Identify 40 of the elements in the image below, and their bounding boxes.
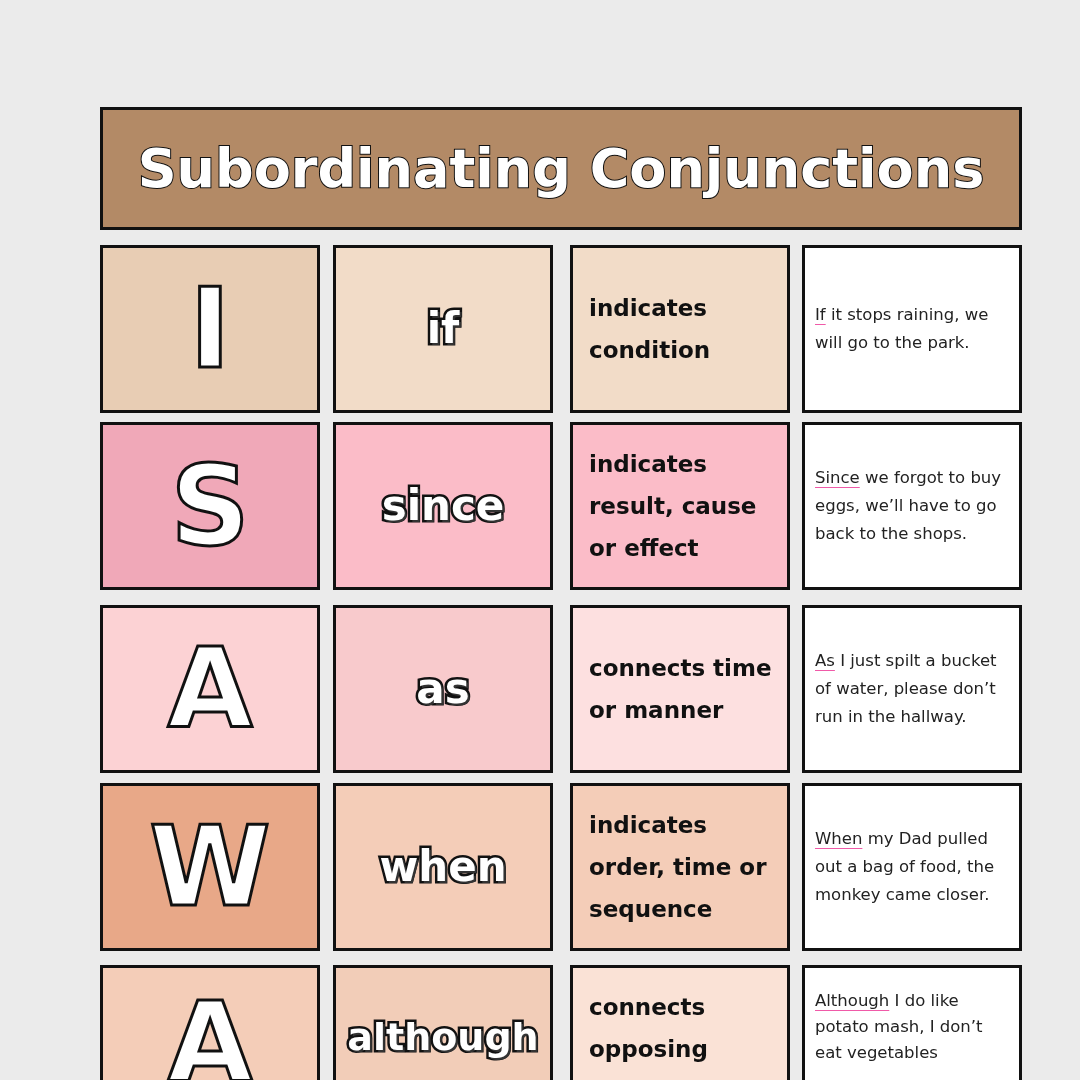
- example-sentence: When my Dad pulled out a bag of food, the monkey came closer.: [814, 828, 996, 906]
- initial-letter: A: [167, 634, 253, 744]
- letter-card: [100, 605, 320, 773]
- letter-card: [100, 422, 320, 590]
- example-sentence: Although I do like potato mash, I don’t eat vegetables: [814, 990, 984, 1064]
- meaning-card: [570, 783, 790, 951]
- conjunction-word: if: [426, 308, 460, 350]
- letter-card: [100, 965, 320, 1080]
- example-sentence: Since we forgot to buy eggs, we’ll have to go back to the shops.: [814, 467, 1003, 545]
- initial-letter: I: [189, 274, 231, 384]
- conjunction-word: since: [381, 485, 505, 527]
- meaning-text: indicates condition: [588, 294, 712, 365]
- example-card: [802, 422, 1022, 590]
- example-card: [802, 783, 1022, 951]
- example-card: [802, 245, 1022, 413]
- conjunction-word: although: [347, 1018, 539, 1056]
- initial-letter: W: [149, 812, 271, 922]
- conjunction-card: [333, 965, 553, 1080]
- example-card: [802, 605, 1022, 773]
- meaning-text: indicates result, cause or effect: [588, 450, 758, 563]
- letter-card: [100, 783, 320, 951]
- title: Subordinating Conjunctions: [137, 137, 985, 200]
- conjunction-card: [333, 422, 553, 590]
- meaning-card: [570, 605, 790, 773]
- initial-letter: S: [170, 451, 250, 561]
- meaning-card: [570, 245, 790, 413]
- meaning-text: connects opposing: [588, 993, 709, 1064]
- example-card: [802, 965, 1022, 1080]
- meaning-card: [570, 965, 790, 1080]
- conjunction-card: [333, 245, 553, 413]
- conjunction-word: when: [379, 846, 507, 888]
- meaning-text: indicates order, time or sequence: [588, 811, 768, 924]
- letter-card: [100, 245, 320, 413]
- conjunction-card: [333, 783, 553, 951]
- example-sentence: As I just spilt a bucket of water, please don’t run in the hallway.: [814, 650, 998, 728]
- conjunction-word: as: [416, 668, 470, 710]
- meaning-text: connects time or manner: [588, 654, 773, 725]
- conjunction-card: [333, 605, 553, 773]
- example-sentence: If it stops raining, we will go to the park.: [814, 304, 990, 354]
- meaning-card: [570, 422, 790, 590]
